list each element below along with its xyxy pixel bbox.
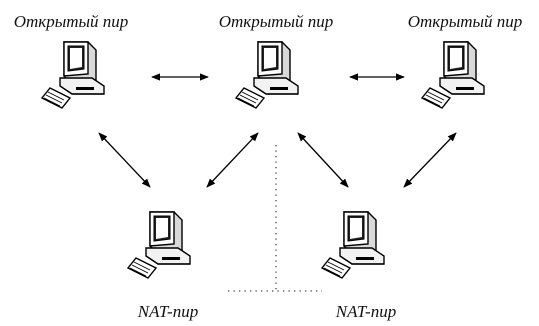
node-label-nat2: NAT-пир bbox=[335, 302, 397, 321]
nat-boundary bbox=[228, 145, 322, 292]
computer-icon bbox=[235, 41, 299, 109]
node-label-nat1: NAT-пир bbox=[137, 302, 199, 321]
edges bbox=[98, 73, 457, 188]
edge-peer2-nat1 bbox=[206, 132, 259, 188]
edge-peer1-nat1 bbox=[98, 132, 151, 188]
edge-peer3-nat2 bbox=[403, 132, 457, 188]
node-label-peer1: Открытый пир bbox=[13, 12, 129, 31]
computer-icon bbox=[41, 41, 105, 109]
edge-peer2-nat2 bbox=[297, 132, 349, 188]
node-label-peer2: Открытый пир bbox=[218, 12, 334, 31]
computer-icon bbox=[127, 211, 191, 279]
computer-icon bbox=[421, 41, 485, 109]
node-label-peer3: Открытый пир bbox=[407, 12, 523, 31]
computer-icon bbox=[321, 211, 385, 279]
